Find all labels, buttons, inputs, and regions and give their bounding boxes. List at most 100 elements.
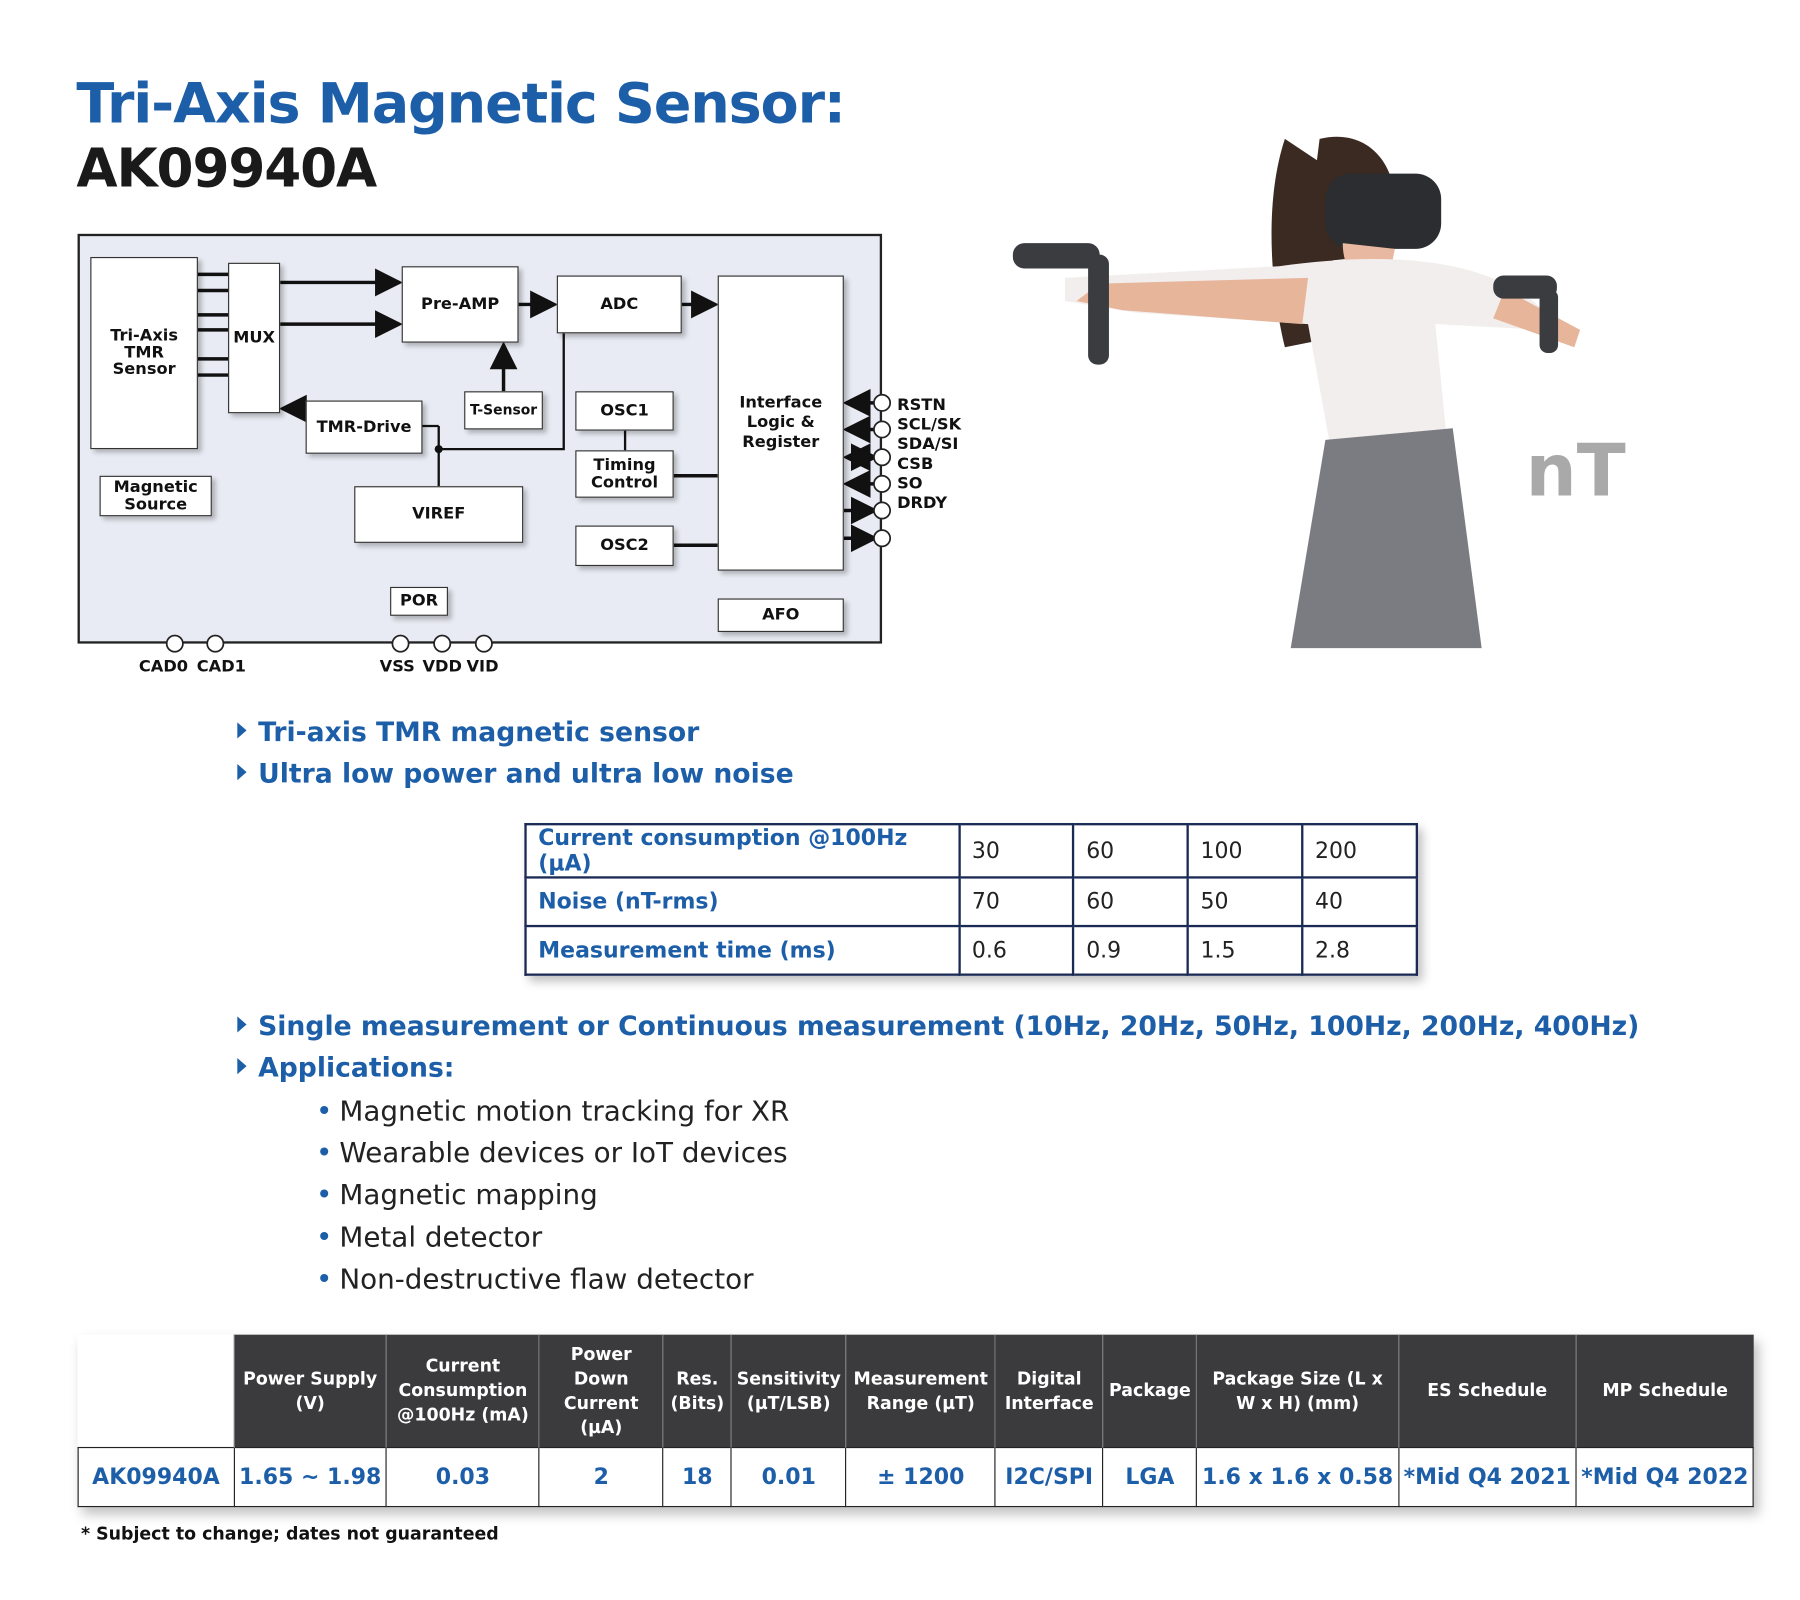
part-number-cell: AK09940A [77,1446,235,1508]
block-tmr-drive: TMR-Drive [305,400,423,454]
block-osc2: OSC2 [575,525,674,567]
block-magnetic-source: Magnetic Source [99,475,212,517]
application-text: Wearable devices or IoT devices [339,1136,788,1170]
cell: 2.8 [1301,924,1419,976]
dot-bullet-icon: • [316,1136,333,1170]
application-text: Magnetic mapping [339,1178,598,1211]
block-por: POR [390,586,448,616]
pin-label-cad1: CAD1 [196,657,246,677]
block-timing-control: Timing Control [575,450,674,498]
application-item: •Non-destructive flaw detector [316,1263,754,1295]
cell: 60 [1072,823,1189,879]
column-header: MP Schedule [1575,1334,1754,1448]
triangle-bullet-icon [237,1016,247,1033]
pin-label-scl: SCL/SK [897,415,962,435]
feature-text: Single measurement or Continuous measure… [258,1011,1640,1042]
vr-controller-left-icon [1012,243,1100,269]
cell: LGA [1102,1446,1198,1508]
cell: 100 [1186,823,1304,879]
cell: 0.01 [730,1446,847,1508]
column-header: Sensitivity (µT/LSB) [730,1334,847,1448]
cell: ± 1200 [845,1446,996,1508]
triangle-bullet-icon [237,1058,247,1075]
block-adc: ADC [556,275,682,334]
pin-label-vdd: VDD [422,657,462,677]
application-item: •Magnetic motion tracking for XR [316,1095,789,1127]
cell: 18 [662,1446,733,1508]
cell: 1.6 x 1.6 x 0.58 [1196,1446,1400,1508]
row-label: Measurement time (ms) [524,924,961,976]
cell: 30 [957,823,1075,879]
pin-label-csb: CSB [897,454,934,474]
column-header: Package Size (L x W x H) (mm) [1196,1334,1399,1448]
cell: 1.5 [1186,924,1304,976]
column-header: Digital Interface [994,1334,1104,1448]
cell: 1.65 ~ 1.98 [233,1446,388,1508]
dot-bullet-icon: • [316,1095,333,1128]
pin-label-sda: SDA/SI [897,435,959,454]
vr-headset-icon [1325,173,1442,249]
application-item: •Wearable devices or IoT devices [316,1137,788,1169]
application-item: •Magnetic mapping [316,1178,598,1210]
block-osc1: OSC1 [575,391,674,431]
triangle-bullet-icon [237,722,247,739]
table-row: AK09940A 1.65 ~ 1.98 0.03 2 18 0.01 ± 12… [77,1446,1755,1508]
cell: I2C/SPI [994,1446,1104,1508]
feature-bullet: Ultra low power and ultra low noise [237,759,794,790]
feature-bullet: Single measurement or Continuous measure… [237,1012,1639,1042]
vr-controller-right-icon [1493,275,1557,299]
application-text: Non-destructive flaw detector [339,1262,754,1296]
cell: *Mid Q4 2021 [1397,1446,1577,1508]
cell: 70 [957,876,1075,928]
footnote: * Subject to change; dates not guarantee… [81,1523,499,1545]
feature-text: Applications: [258,1053,455,1084]
nt-label: nT [1525,428,1626,513]
feature-text: Tri-axis TMR magnetic sensor [258,717,700,748]
application-text: Magnetic motion tracking for XR [339,1095,790,1128]
dot-bullet-icon: • [316,1178,333,1211]
block-mux: MUX [228,262,281,414]
pin-label-vid: VID [466,657,499,677]
cell: 2 [538,1446,664,1508]
table-header-row: Power Supply (V) Current Consumption @10… [78,1334,1754,1448]
page-title: Tri-Axis Magnetic Sensor: [76,71,846,137]
block-preamp: Pre-AMP [401,266,519,343]
pin-label-vss: VSS [379,657,415,677]
block-afo: AFO [717,598,844,633]
cell: *Mid Q4 2022 [1575,1446,1755,1508]
column-header: Power Supply (V) [233,1334,387,1448]
triangle-bullet-icon [237,763,247,781]
vr-user-photo [1012,136,1581,649]
block-tmr-sensor: Tri-Axis TMR Sensor [90,256,198,450]
product-table: Power Supply (V) Current Consumption @10… [77,1334,1755,1508]
application-text: Metal detector [339,1221,543,1254]
pin-label-rstn: RSTN [897,395,946,415]
pin-label-drdy: DRDY [897,494,948,513]
column-header: Power Down Current (µA) [538,1334,664,1448]
column-header: Res. (Bits) [662,1334,732,1448]
pin-label-cad0: CAD0 [138,657,189,677]
block-viref: VIREF [354,486,524,543]
cell: 0.03 [385,1446,540,1508]
column-header: Measurement Range (µT) [845,1334,996,1448]
block-diagram: Tri-Axis TMR Sensor MUX Pre-AMP ADC Inte… [0,0,1042,695]
cell: 0.6 [957,924,1075,976]
row-label: Current consumption @100Hz (µA) [524,823,961,879]
dot-bullet-icon: • [316,1262,333,1296]
cell: 40 [1301,876,1419,928]
block-interface-logic: Interface Logic & Register [717,275,844,571]
cell: 0.9 [1072,924,1189,976]
pin-label-so: SO [897,474,923,494]
column-header: ES Schedule [1397,1334,1577,1448]
application-item: •Metal detector [316,1221,542,1253]
block-t-sensor: T-Sensor [464,391,543,430]
cell: 60 [1072,876,1189,928]
feature-bullet: Tri-axis TMR magnetic sensor [237,718,699,748]
feature-bullet: Applications: [237,1053,454,1083]
feature-text: Ultra low power and ultra low noise [258,759,794,790]
